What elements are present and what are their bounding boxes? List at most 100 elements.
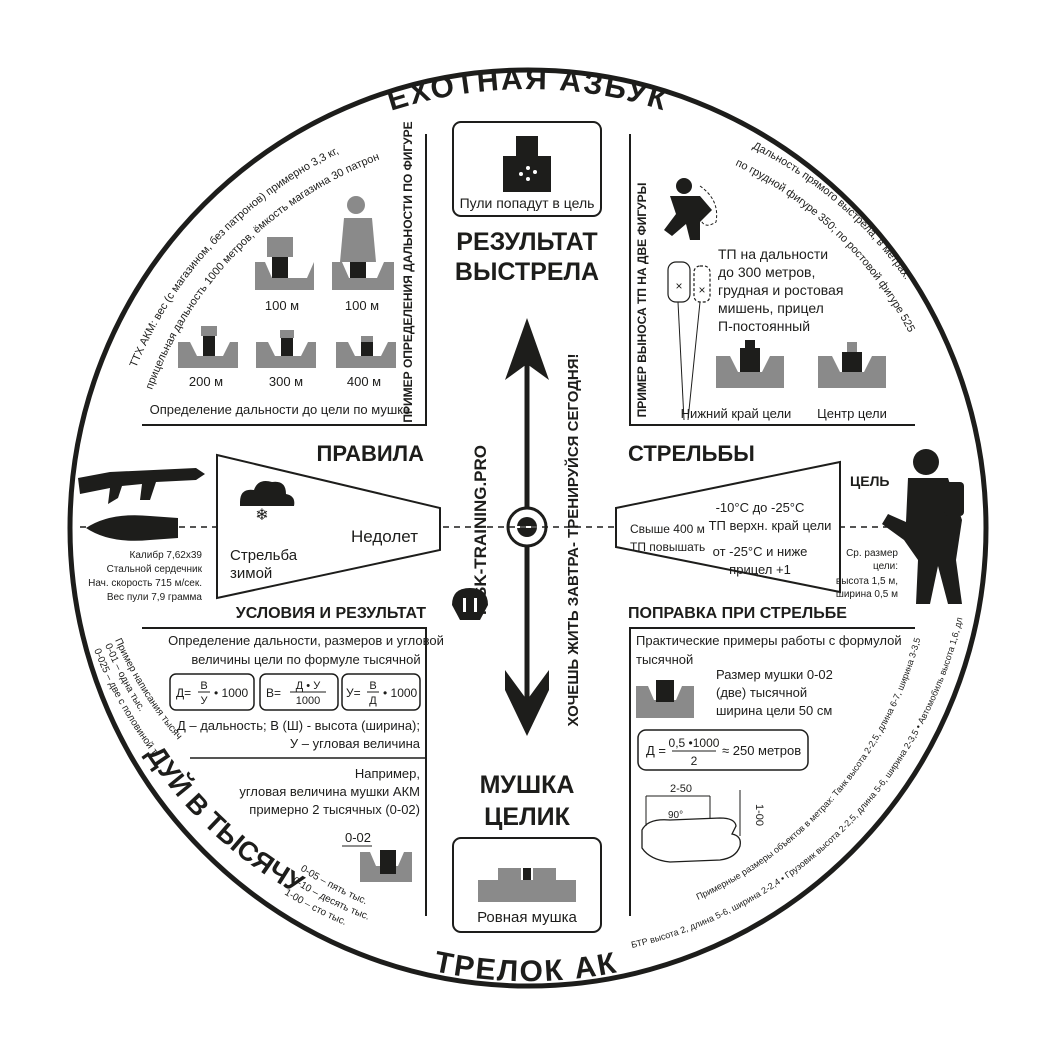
br-m2: (две) тысячной (716, 685, 807, 700)
bl-header1: Определение дальности, размеров и углово… (168, 633, 444, 648)
tp-line4: мишень, прицел (718, 300, 824, 316)
target-figure-icon (503, 136, 551, 192)
rules-right: СТРЕЛЬБЫ (628, 441, 755, 466)
range-400: 400 м (347, 374, 381, 389)
front-sight-practice-icon (636, 680, 694, 718)
range-sight-200 (178, 326, 238, 368)
br-formula-num: 0,5 •1000 (669, 736, 720, 750)
rules-left: ПРАВИЛА (317, 441, 425, 466)
target-label: ЦЕЛЬ (850, 473, 889, 489)
bl-example1: Например, (355, 766, 420, 781)
br-formula-den: 2 (691, 754, 698, 768)
helmet-logo-icon (452, 588, 488, 620)
bl-legend2: У – угловая величина (290, 736, 421, 751)
window-right[interactable] (615, 460, 841, 594)
winter-line2: зимой (230, 565, 272, 582)
tl-side-title: ПРИМЕР ОПРЕДЕЛЕНИЯ ДАЛЬНОСТИ ПО ФИГУРЕ (401, 121, 415, 422)
range-sight-100a (255, 237, 314, 290)
br-formula-box (637, 729, 809, 771)
formula-angle-lhs: У= (346, 686, 361, 700)
figure-outline-icon: × × (667, 261, 711, 421)
frame-top-left (142, 134, 427, 426)
result-line1: РЕЗУЛЬТАТ (456, 228, 597, 256)
temp-line2: ТП верхн. край цели (709, 518, 832, 533)
formula-distance-lhs: Д= (176, 686, 191, 700)
formula-height-lhs: В= (266, 686, 281, 700)
temp-line1: -10°С до -25°С (716, 500, 805, 515)
center-label: Центр цели (817, 406, 887, 421)
lower-edge-label: Нижний край цели (681, 406, 792, 421)
bl-legend1: Д – дальность; В (Ш) - высота (ширина); (177, 718, 420, 733)
br-header2: тысячной (636, 652, 693, 667)
tp-line2: до 300 метров, (718, 264, 815, 280)
kneeling-soldier-icon (664, 178, 718, 240)
formula-distance-box (169, 673, 255, 711)
formula-height-den: 1000 (296, 695, 320, 707)
section-correction: ПОПРАВКА ПРИ СТРЕЛЬБЕ (628, 605, 847, 622)
svg-text:×: × (675, 279, 682, 293)
motto: ХОЧЕШЬ ЖИТЬ ЗАВТРА- ТРЕНИРУЙСЯ СЕГОДНЯ! (564, 353, 582, 726)
tr-side-title: ПРИМЕР ВЫНОСА ТП НА ДВЕ ФИГУРЫ (635, 183, 649, 418)
range-200: 200 м (189, 374, 223, 389)
target-size-l1: Ср. размер (846, 548, 898, 559)
sight-line1: МУШКА (480, 771, 575, 799)
undershoot-label: Недолет (351, 527, 418, 546)
over-400-line1: Свыше 400 м (630, 522, 705, 536)
formula-height-box (259, 673, 339, 711)
over-400-line2: ТП повышать (630, 540, 705, 554)
bullet-icon (86, 515, 178, 541)
formula-distance-den: У (201, 695, 209, 707)
sight-lower-edge-icon (716, 340, 784, 388)
rifle-icon (78, 468, 205, 504)
range-sight-400 (336, 336, 396, 368)
br-m1: Размер мушки 0-02 (716, 667, 833, 682)
tl-caption: Определение дальности до цели по мушке (150, 402, 411, 417)
ammo-caliber: Калибр 7,62х39 (130, 549, 203, 561)
formula-angle-den: Д (369, 695, 377, 707)
range-300: 300 м (269, 374, 303, 389)
rear-sight-icon (478, 868, 576, 902)
formula-height-num: Д • У (296, 680, 321, 692)
frame-bottom-left (142, 627, 427, 916)
result-line2: ВЫСТРЕЛА (455, 258, 599, 286)
winter-line1: Стрельба (230, 547, 298, 564)
tp-line1: ТП на дальности (718, 246, 828, 262)
ammo-velocity: Нач. скорость 715 м/сек. (88, 578, 202, 589)
frame-top-right (629, 134, 915, 426)
br-formula-lhs: Д = (646, 743, 666, 758)
ammo-weight: Вес пули 7,9 грамма (107, 592, 203, 603)
bl-example2: угловая величина мушки АКМ (239, 784, 420, 799)
target-size-l3: высота 1,5 м, (836, 576, 898, 587)
range-100a: 100 м (265, 298, 299, 313)
range-sight-100b (332, 196, 394, 290)
window-top-label: Пули попадут в цель (460, 195, 595, 211)
svg-text:❄: ❄ (255, 507, 268, 524)
br-header1: Практические примеры работы с формулой (636, 633, 902, 648)
formula-angle-box (341, 673, 421, 711)
br-formula-result: ≈ 250 метров (722, 743, 801, 758)
ammo-core: Стальной сердечник (107, 564, 203, 575)
hand-angle: 90° (668, 810, 683, 821)
range-sight-300 (256, 330, 316, 368)
formula-distance-mult: • 1000 (214, 686, 249, 700)
range-100b: 100 м (345, 298, 379, 313)
svg-text:×: × (698, 283, 705, 297)
hand-height: 1-00 (753, 804, 765, 826)
temp-line4: прицел +1 (729, 562, 791, 577)
bl-header2: величины цели по формуле тысячной (191, 652, 420, 667)
sight-center-icon (818, 342, 886, 388)
window-bottom-label: Ровная мушка (477, 909, 577, 926)
tp-line3: грудная и ростовая (718, 282, 843, 298)
front-sight-icon (523, 868, 531, 880)
section-conditions: УСЛОВИЯ И РЕЗУЛЬТАТ (236, 605, 426, 622)
hand-measure-icon (641, 790, 741, 863)
frame-bottom-right (629, 627, 915, 916)
formula-distance-num: В (200, 680, 207, 692)
formula-angle-mult: • 1000 (383, 686, 418, 700)
front-sight-example-icon (342, 845, 412, 882)
bl-example3: примерно 2 тысячных (0-02) (249, 802, 420, 817)
site-url: RISK-TRAINING.PRO (471, 445, 490, 615)
soldier-target-icon (882, 449, 964, 604)
bl-mark: 0-02 (345, 830, 371, 845)
